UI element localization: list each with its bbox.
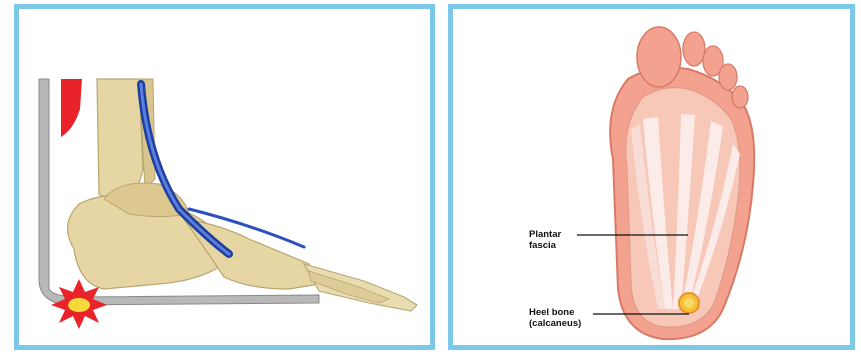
foot-sole-view-panel: Plantar fascia Heel bone (calcaneus) — [448, 4, 855, 350]
heel-bone-label-line1: Heel bone — [529, 307, 581, 318]
achilles-red-area — [61, 79, 82, 137]
fourth-toe — [719, 64, 737, 90]
foot-sole-illustration — [453, 9, 850, 345]
fifth-toe — [732, 86, 748, 108]
second-toe — [683, 32, 705, 66]
big-toe — [637, 27, 681, 87]
foot-side-view-panel — [14, 4, 435, 350]
heel-bone-marker-center — [684, 298, 694, 308]
foot-side-illustration — [19, 9, 430, 345]
plantar-fascia-label-line2: fascia — [529, 240, 561, 251]
plantar-fascia-label: Plantar fascia — [529, 229, 561, 251]
heel-bone-label: Heel bone (calcaneus) — [529, 307, 581, 329]
plantar-fascia-label-line1: Plantar — [529, 229, 561, 240]
heel-bone-label-line2: (calcaneus) — [529, 318, 581, 329]
heel-pain-center — [68, 298, 90, 312]
